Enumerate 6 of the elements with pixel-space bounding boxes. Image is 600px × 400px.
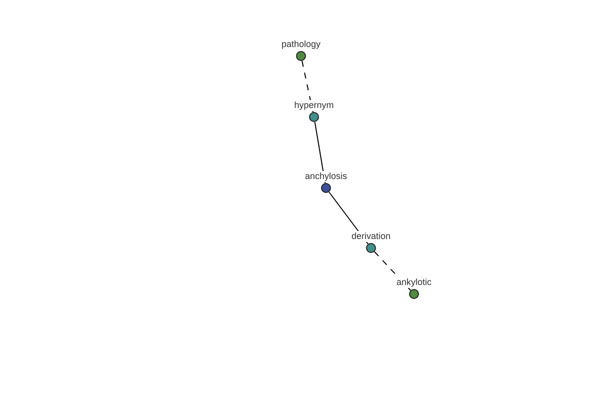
node-label: hypernym <box>293 100 335 111</box>
node-label: pathology <box>280 39 322 50</box>
connector-line <box>302 60 314 113</box>
node-label: derivation <box>350 231 392 242</box>
node-label: ankylotic <box>395 277 432 288</box>
node-label: anchylosis <box>304 171 348 182</box>
